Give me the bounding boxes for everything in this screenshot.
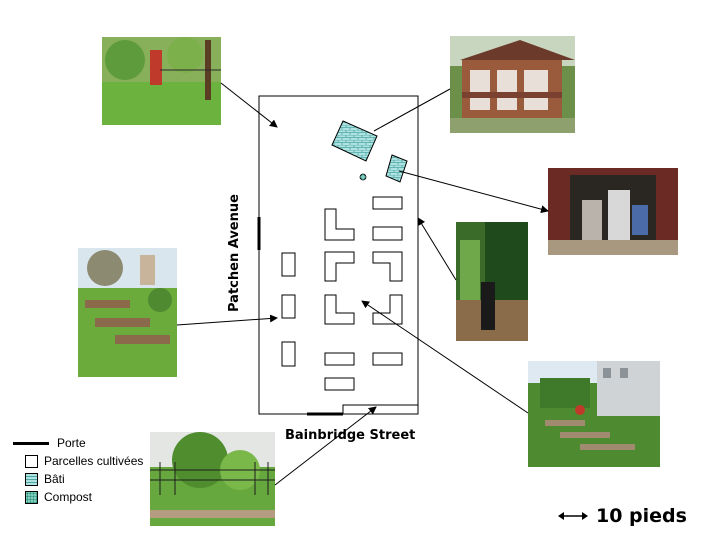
plot <box>324 251 355 282</box>
double-arrow-icon <box>558 512 588 520</box>
photo-raised-beds-west <box>78 248 177 377</box>
patchen-avenue-label: Patchen Avenue <box>227 194 242 312</box>
plot <box>281 341 296 367</box>
photo-connectors <box>176 82 549 486</box>
connector-garden-corner <box>220 82 278 128</box>
plot <box>324 294 355 325</box>
connector-raised-beds-east <box>361 300 529 414</box>
photo-front-fence <box>150 432 275 526</box>
legend-built-label: Bâti <box>44 472 65 486</box>
plot-swatch <box>25 454 38 468</box>
connector-gazebo <box>373 88 451 132</box>
plot <box>372 196 403 210</box>
connector-raised-beds-west <box>176 314 278 326</box>
photo-gazebo <box>450 36 575 133</box>
plot <box>372 251 403 282</box>
photo-garden-corner <box>102 37 221 125</box>
plot <box>324 377 355 391</box>
compost-swatch <box>25 490 38 504</box>
shed-structure <box>385 154 408 183</box>
legend-row-compost: Compost <box>13 488 143 506</box>
scale-label: 10 pieds <box>596 505 687 527</box>
plot <box>281 252 296 277</box>
connector-shed <box>398 170 549 214</box>
legend-row-door: Porte <box>13 434 143 452</box>
photo-raised-beds-east <box>528 361 660 467</box>
plot <box>372 294 403 325</box>
plot <box>324 208 355 241</box>
connector-front-fence <box>274 406 377 486</box>
scale-bar: 10 pieds <box>558 505 687 527</box>
plot <box>372 226 403 241</box>
photo-shed <box>548 168 678 255</box>
legend-row-built: Bâti <box>13 470 143 488</box>
photo-compost-bin <box>456 222 528 341</box>
gate-notch <box>342 404 418 414</box>
plot <box>281 294 296 319</box>
cultivated-plots <box>281 196 403 391</box>
legend-row-plots: Parcelles cultivées <box>13 452 143 470</box>
door-swatch <box>13 441 49 445</box>
built-swatch <box>25 472 38 486</box>
plot <box>324 352 355 366</box>
gazebo-structure <box>331 120 378 162</box>
compost-bin-marker <box>359 173 367 181</box>
legend-plots-label: Parcelles cultivées <box>44 454 144 468</box>
plot <box>372 352 403 366</box>
legend-door-label: Porte <box>57 436 86 450</box>
legend-compost-label: Compost <box>44 490 93 504</box>
legend: Porte Parcelles cultivées Bâti Compost <box>13 434 143 506</box>
bainbridge-street-label: Bainbridge Street <box>285 428 416 443</box>
connector-compost-bin <box>417 217 457 281</box>
